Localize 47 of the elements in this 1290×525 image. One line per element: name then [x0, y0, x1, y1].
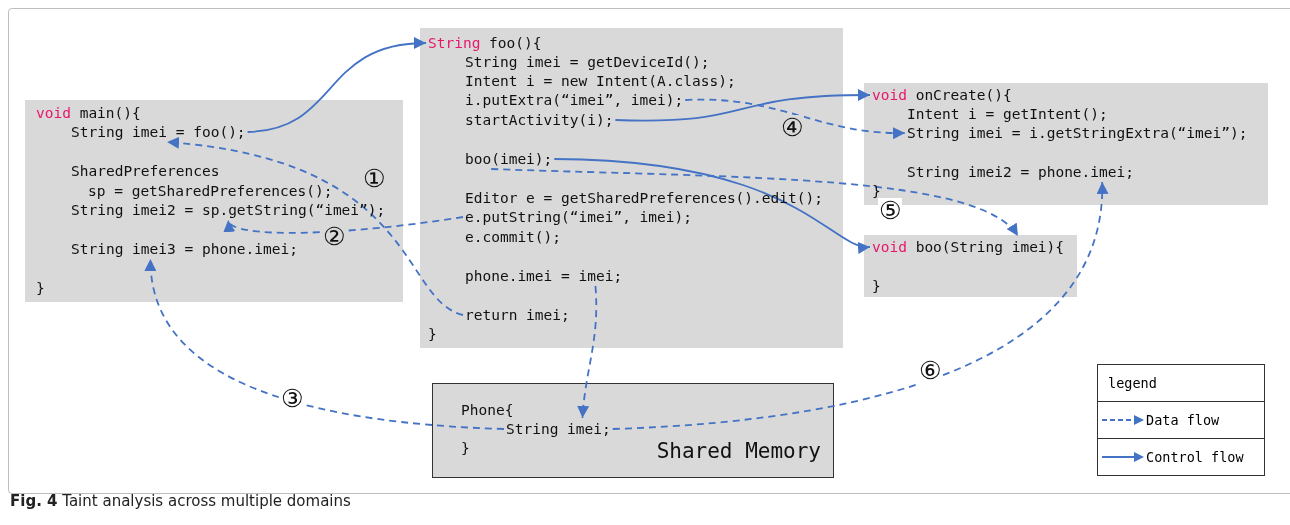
code-line: String imei = i.getStringExtra(“imei”);	[907, 123, 1248, 143]
dashed-arrow	[490, 168, 1019, 237]
edge-label: ⑥	[918, 358, 943, 384]
code-line: Intent i = new Intent(A.class);	[465, 71, 736, 91]
code-line: String foo(){	[428, 33, 542, 53]
dashed-arrow	[684, 98, 906, 139]
code-block-panel	[420, 28, 843, 348]
legend-label: Data flow	[1146, 412, 1220, 428]
arrow	[614, 89, 871, 122]
code-line: SharedPreferences	[71, 162, 221, 181]
code-line: }	[872, 276, 881, 296]
arrow	[246, 37, 427, 133]
code-line: void onCreate(){	[872, 85, 1012, 105]
code-line: i.putExtra(“imei”, imei);	[465, 90, 684, 110]
legend-label: Control flow	[1146, 449, 1244, 465]
code-line: void main(){	[36, 103, 141, 123]
code-line: Phone{	[461, 400, 514, 420]
code-line: }	[36, 278, 45, 298]
code-line: e.commit();	[465, 227, 562, 247]
code-line: }	[428, 324, 437, 344]
shared-memory-box	[432, 383, 834, 478]
dashed-arrow	[145, 258, 505, 430]
code-block-panel	[25, 100, 403, 302]
code-block-panel	[864, 235, 1077, 297]
dashed-arrow	[611, 181, 1108, 430]
code-line: }	[461, 438, 470, 458]
arrow	[553, 158, 871, 252]
box-heading: Shared Memory	[656, 439, 821, 463]
code-line: Intent i = getIntent();	[907, 104, 1108, 124]
code-line: String imei2 = phone.imei;	[907, 162, 1134, 182]
code-line: String imei2 = sp.getString(“imei”);	[71, 200, 386, 220]
figure-caption: Fig. 4 Taint analysis across multiple domains	[10, 492, 351, 510]
code-line: }	[872, 181, 881, 201]
code-line: phone.imei = imei;	[465, 266, 623, 286]
code-line: return imei;	[465, 305, 570, 325]
code-line: String imei;	[506, 419, 611, 439]
code-line: String imei3 = phone.imei;	[71, 239, 298, 259]
code-line: String imei = foo();	[71, 122, 246, 142]
code-line: String imei = getDeviceId();	[465, 52, 710, 72]
dashed-arrow	[577, 285, 598, 419]
dashed-arrow	[166, 137, 464, 316]
code-line: e.putString(“imei”, imei);	[465, 207, 692, 227]
code-line: boo(imei);	[465, 149, 553, 169]
code-line: void boo(String imei){	[872, 237, 1065, 257]
code-line: startActivity(i);	[465, 110, 614, 130]
code-line: sp = getSharedPreferences();	[87, 182, 333, 201]
legend-title: legend	[1108, 375, 1157, 391]
